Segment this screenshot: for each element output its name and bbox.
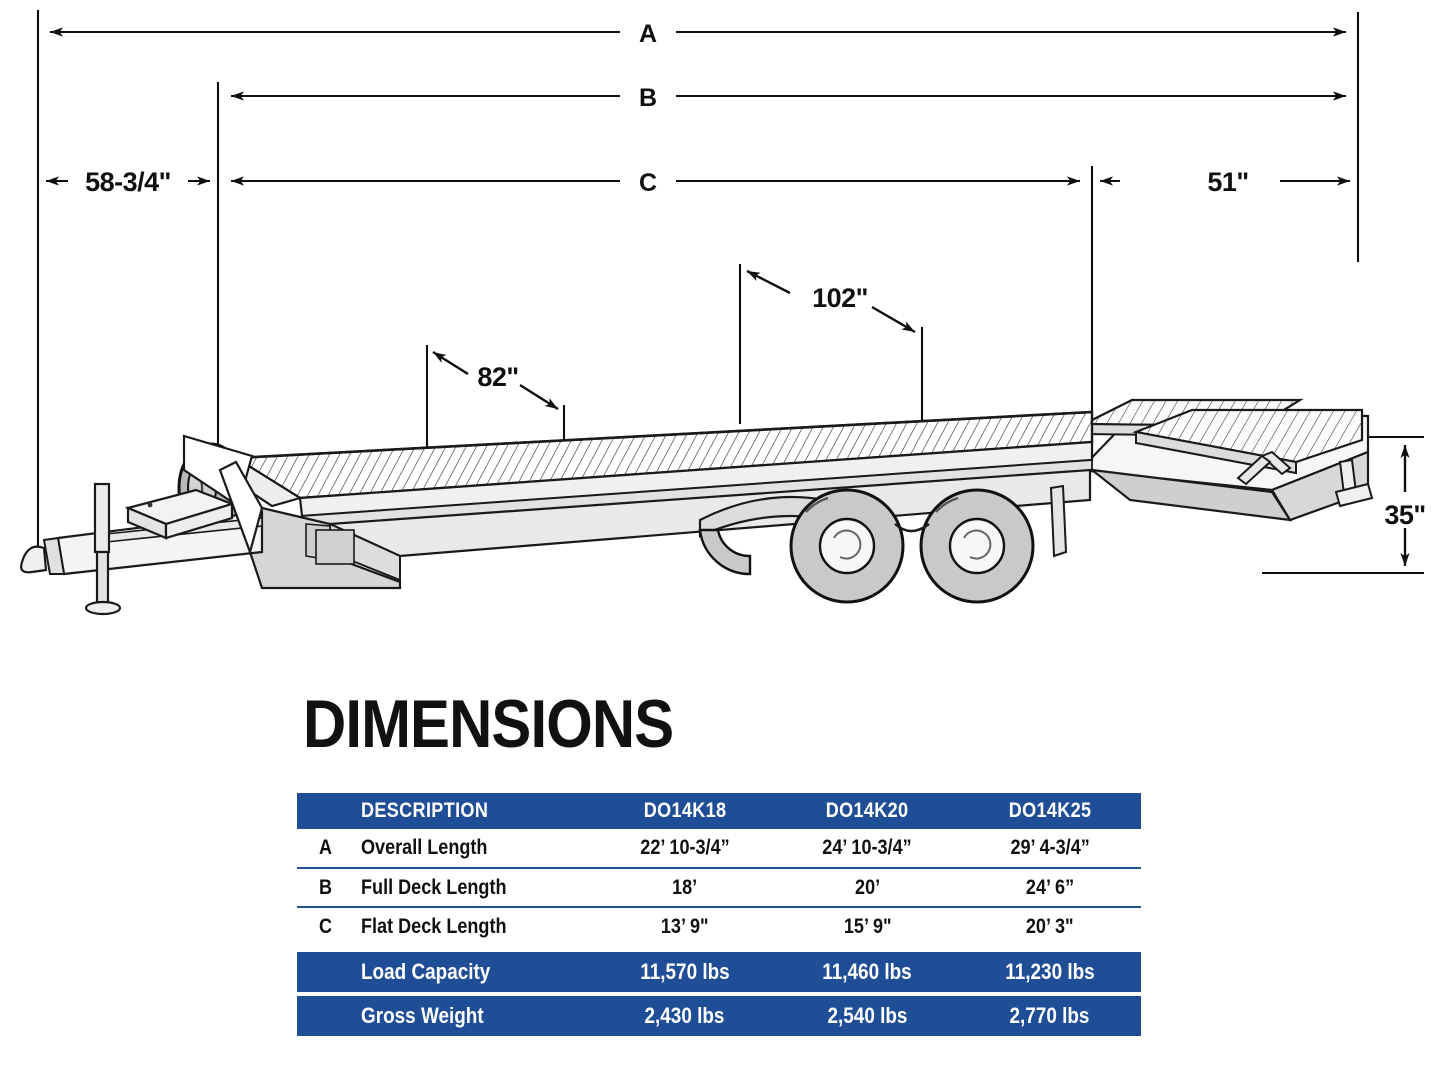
header-model-1: DO14K18 xyxy=(643,799,727,822)
summary-description-gross: Gross Weight xyxy=(361,1003,484,1028)
wheel-front xyxy=(789,488,905,604)
row-c-value-model-3: 20’ 3" xyxy=(1025,915,1074,938)
trailer-illustration xyxy=(20,398,1374,616)
measurement-label-82: 82" xyxy=(477,362,518,392)
summary-description-load: Load Capacity xyxy=(361,959,491,984)
summary-key-blank-2 xyxy=(297,996,355,1036)
row-a-value-model-3: 29’ 4-3/4” xyxy=(958,829,1141,869)
row-a-value-model-2: 24’ 10-3/4” xyxy=(776,829,959,869)
summary-load-model-1: 11,570 lbs xyxy=(640,959,730,984)
witness-35 xyxy=(1262,435,1424,575)
row-c-value-model-1: 13’ 9" xyxy=(661,915,709,938)
row-key-b: B xyxy=(297,868,356,908)
page-title: DIMENSIONS xyxy=(303,686,674,762)
table-row: B Full Deck Length 18’ 20’ 24’ 6” xyxy=(297,868,1141,908)
row-key-a: A xyxy=(297,829,356,869)
summary-load-model-3: 11,230 lbs xyxy=(1005,959,1095,984)
measurement-label-35: 35" xyxy=(1384,500,1425,530)
dimension-102 xyxy=(746,269,916,334)
callout-label-c: C xyxy=(639,169,657,197)
table-spacer xyxy=(297,992,1141,996)
dimensions-table: DESCRIPTION DO14K18 DO14K20 DO14K25 A Ov… xyxy=(297,793,1141,1036)
tongue-jack xyxy=(84,482,122,616)
measurement-label-tongue: 58-3/4" xyxy=(85,167,171,197)
header-description: DESCRIPTION xyxy=(361,799,489,822)
dimension-82 xyxy=(432,350,559,411)
dimensions-table-container: DESCRIPTION DO14K18 DO14K20 DO14K25 A Ov… xyxy=(297,793,1141,1036)
row-c-value-model-2: 15’ 9" xyxy=(843,915,892,938)
trailer-dimension-diagram: A B C 58-3/4" 51 xyxy=(20,10,1426,616)
callout-label-b: B xyxy=(639,84,657,112)
callout-label-a: A xyxy=(639,20,657,48)
table-summary-row: Load Capacity 11,570 lbs 11,460 lbs 11,2… xyxy=(297,952,1141,992)
row-description-c: Flat Deck Length xyxy=(361,915,507,938)
summary-load-model-2: 11,460 lbs xyxy=(822,959,913,984)
summary-gross-model-2: 2,540 lbs xyxy=(827,1003,908,1028)
toolbox xyxy=(124,488,236,540)
row-key-c: C xyxy=(319,915,333,938)
header-model-3: DO14K25 xyxy=(1008,799,1092,822)
row-description-a: Overall Length xyxy=(355,829,594,869)
table-row: C Flat Deck Length 13’ 9" 15’ 9" 20’ 3" xyxy=(297,907,1141,946)
table-header-row: DESCRIPTION DO14K18 DO14K20 DO14K25 xyxy=(297,793,1141,829)
row-b-value-model-1: 18’ xyxy=(593,868,777,908)
row-b-value-model-3: 24’ 6” xyxy=(958,868,1141,908)
row-description-b: Full Deck Length xyxy=(355,868,594,908)
header-model-2: DO14K20 xyxy=(825,799,909,822)
table-row: A Overall Length 22’ 10-3/4” 24’ 10-3/4”… xyxy=(297,829,1141,869)
measurement-label-rear: 51" xyxy=(1207,167,1248,197)
summary-key-blank xyxy=(297,952,355,992)
summary-gross-model-3: 2,770 lbs xyxy=(1009,1003,1090,1028)
row-a-value-model-1: 22’ 10-3/4” xyxy=(593,829,777,869)
summary-gross-model-1: 2,430 lbs xyxy=(644,1003,725,1028)
table-summary-row: Gross Weight 2,430 lbs 2,540 lbs 2,770 l… xyxy=(297,996,1141,1036)
row-b-value-model-2: 20’ xyxy=(776,868,959,908)
wheel-rear xyxy=(919,488,1035,604)
witness-lines xyxy=(36,10,1360,560)
header-key-blank xyxy=(297,793,355,829)
measurement-label-102: 102" xyxy=(812,283,868,313)
